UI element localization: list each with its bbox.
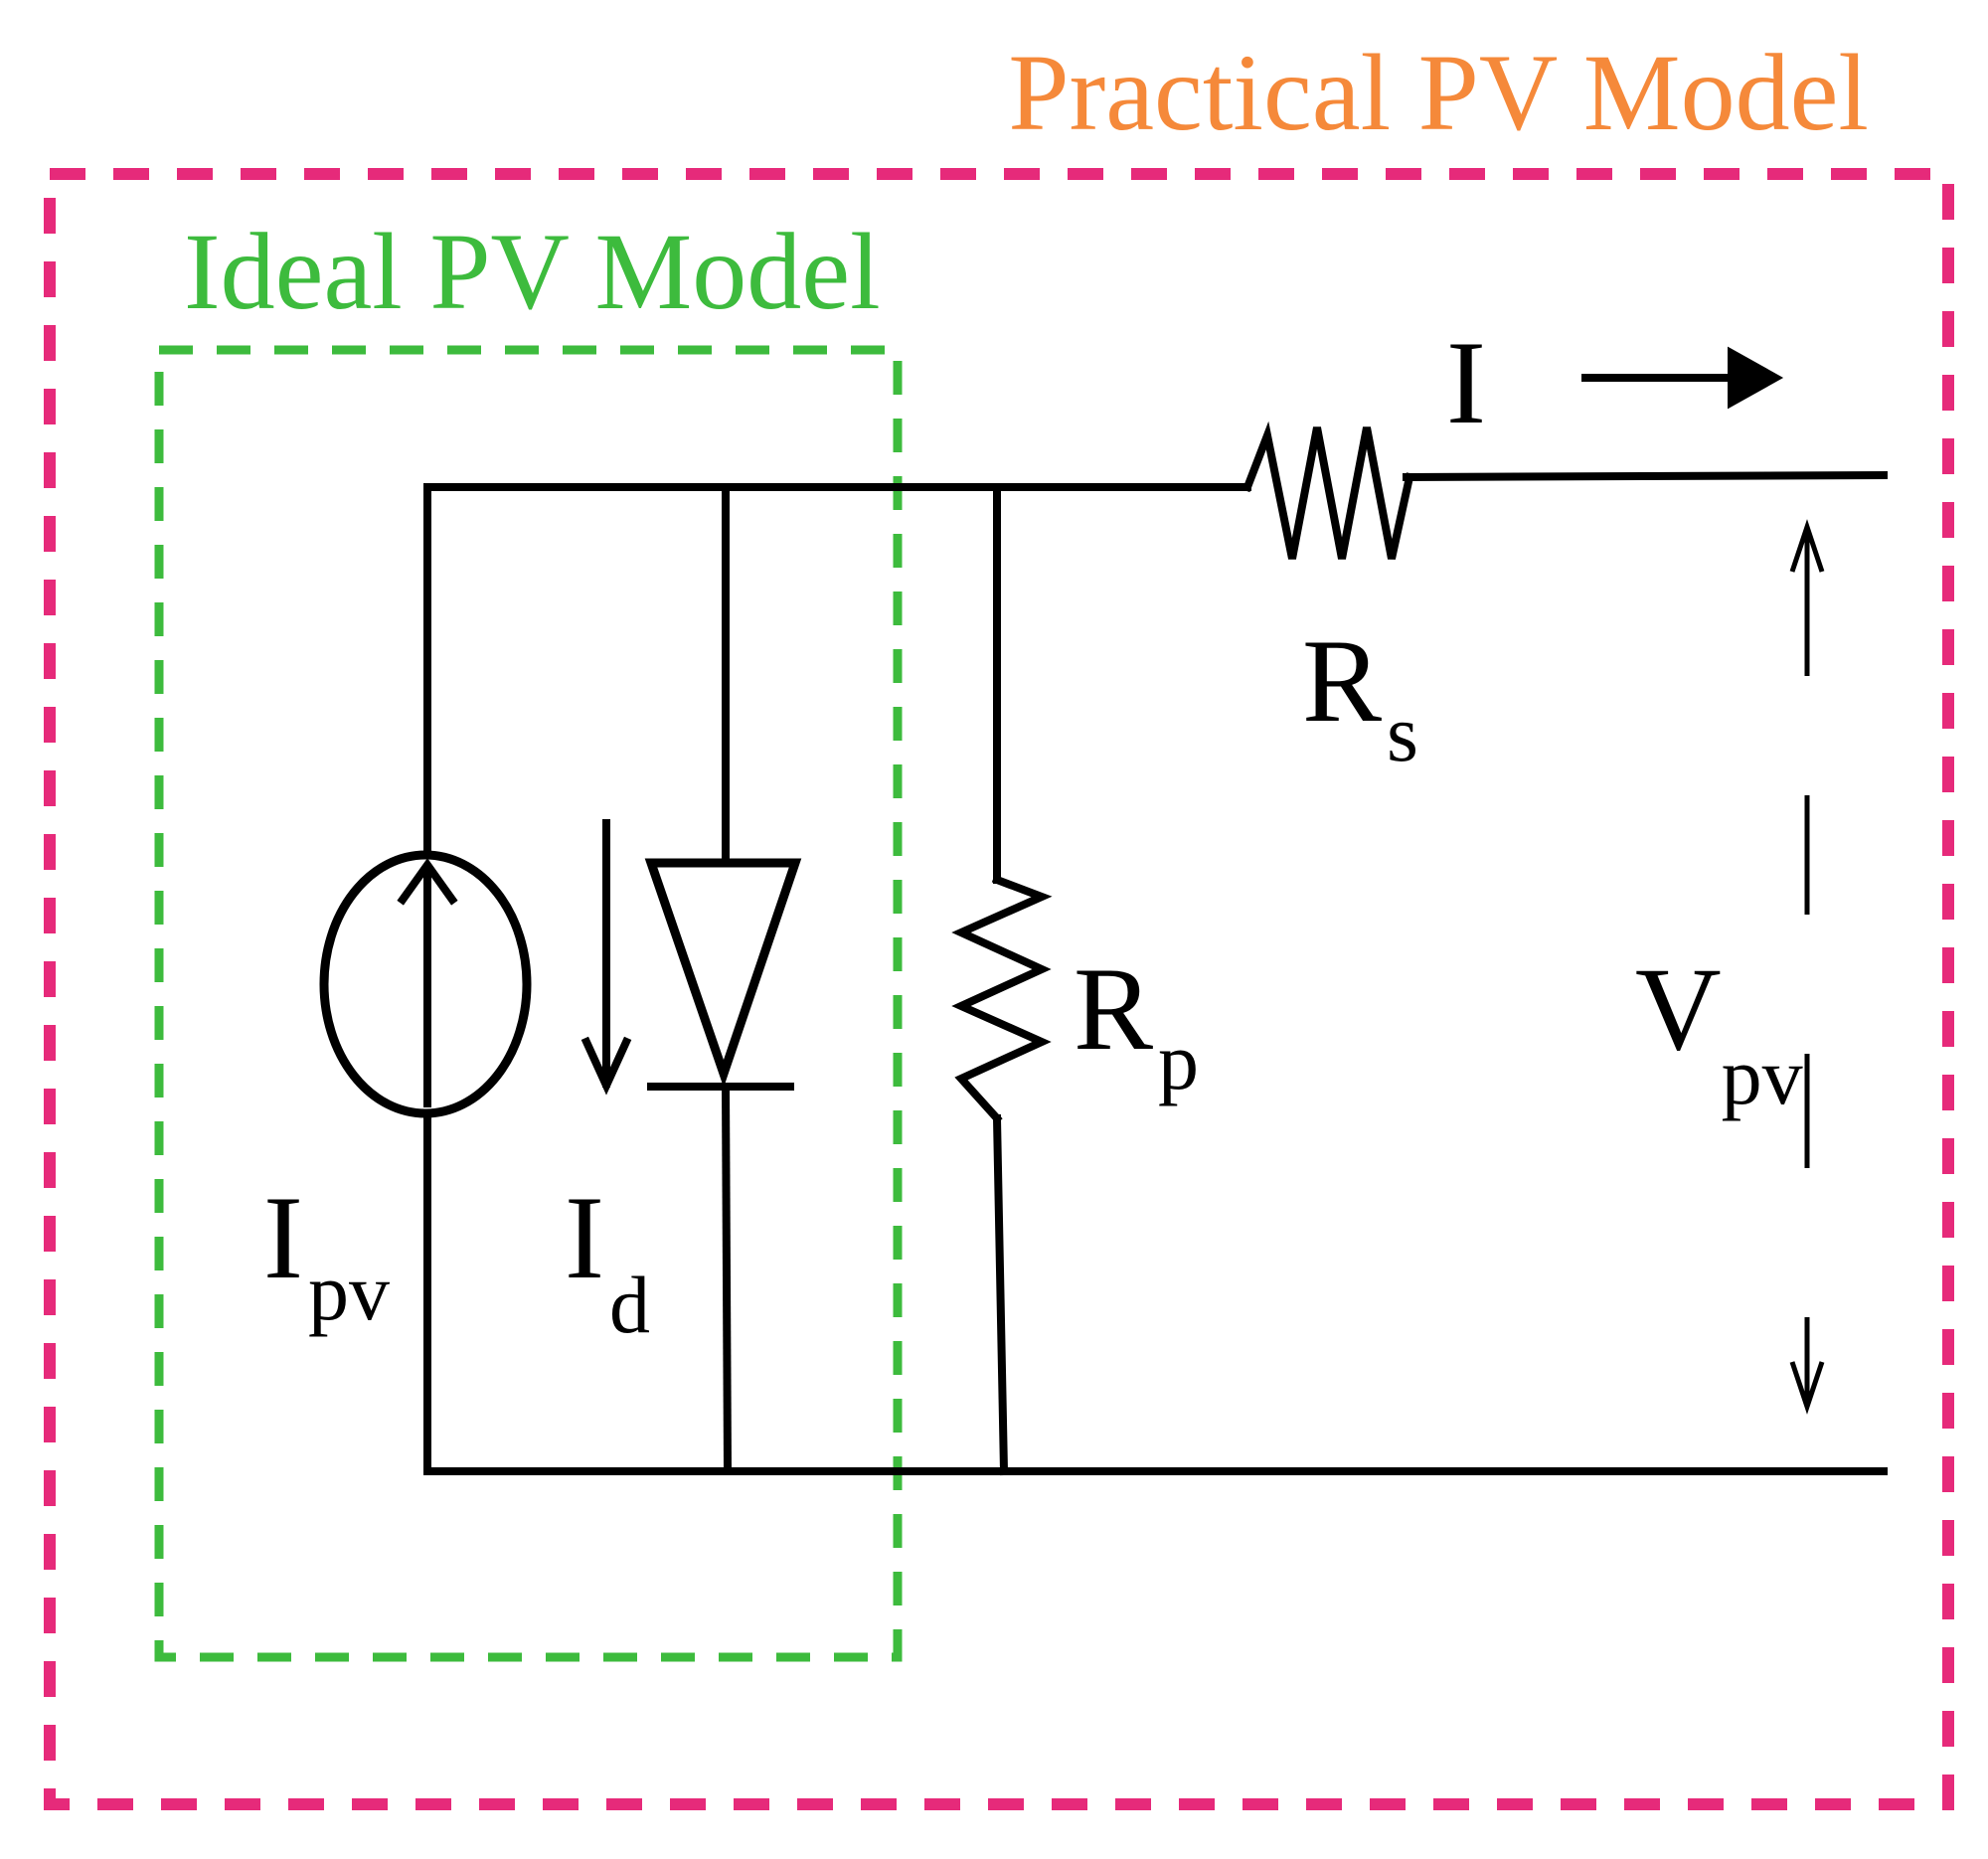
current-source-symbol <box>319 850 532 1118</box>
id-label: Id <box>565 1171 650 1350</box>
series-resistor-rs <box>1242 421 1414 560</box>
id-label-main: I <box>565 1171 604 1303</box>
rp-label-sub: p <box>1158 1016 1199 1106</box>
id-label-sub: d <box>609 1260 650 1350</box>
vpv-label-main: V <box>1635 942 1722 1075</box>
output-wire-top <box>1402 470 1889 482</box>
output-current-arrow-head <box>1728 346 1784 410</box>
ipv-label-main: I <box>263 1171 303 1303</box>
diode-current-arrow-head <box>580 1036 632 1096</box>
shunt-resistor-rp <box>951 874 1053 1124</box>
ideal-model-boundary <box>154 345 903 1662</box>
voltage-arrow-up-head <box>1789 519 1825 573</box>
current-source-arrow-head <box>397 858 458 906</box>
rs-label: Rs <box>1302 614 1418 778</box>
rs-label-main: R <box>1302 614 1382 747</box>
rp-label-main: R <box>1074 942 1153 1075</box>
rs-label-sub: s <box>1387 688 1418 778</box>
ipv-label-sub: pv <box>308 1247 390 1337</box>
vpv-label-sub: pv <box>1722 1031 1803 1121</box>
practical-model-title: Practical PV Model <box>1008 32 1869 153</box>
diode-wire-lower <box>721 1082 733 1476</box>
output-current-label: I <box>1446 316 1486 448</box>
rp-label: Rp <box>1074 942 1199 1106</box>
ideal-model-title: Ideal PV Model <box>184 211 881 332</box>
voltage-arrow-down-head <box>1789 1361 1825 1415</box>
diode-symbol <box>644 858 802 1088</box>
vpv-label: Vpv <box>1635 942 1803 1121</box>
ipv-label: Ipv <box>263 1171 390 1337</box>
rp-wire-lower <box>992 1113 1009 1476</box>
practical-model-boundary <box>44 168 1954 1810</box>
